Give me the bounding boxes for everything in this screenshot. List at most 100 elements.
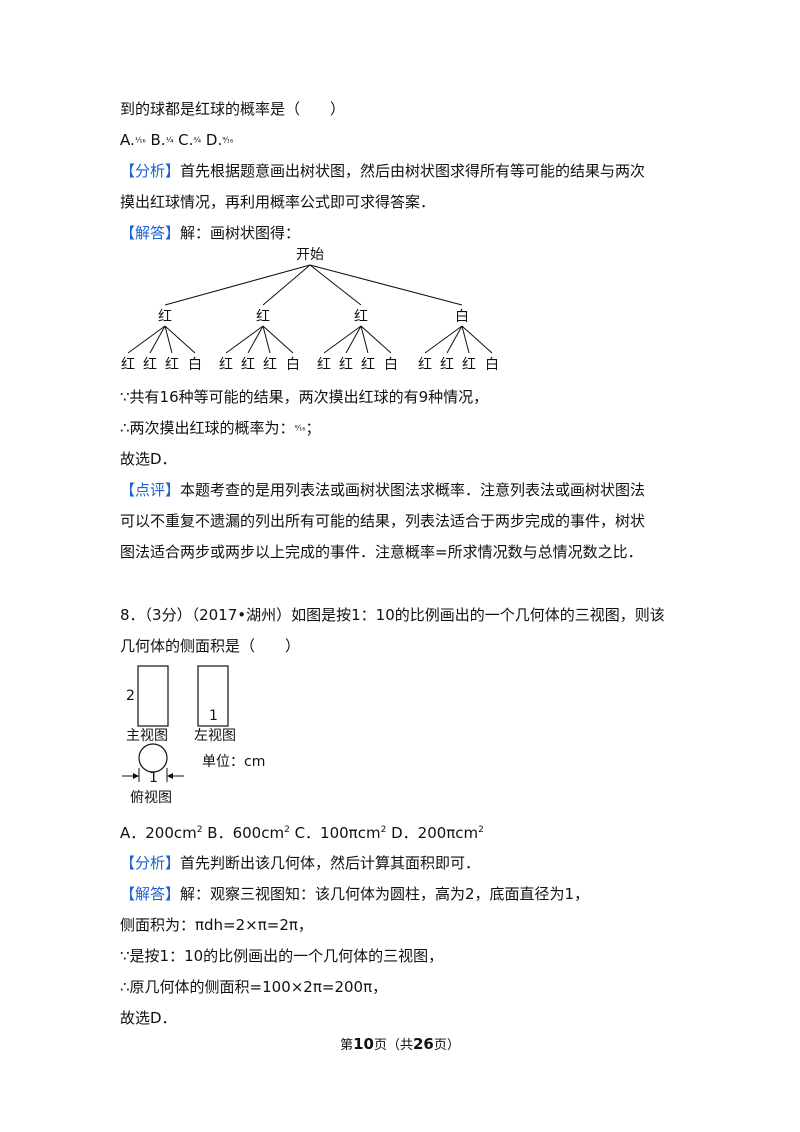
q8-choice-c: C．100πcm: [294, 824, 381, 842]
top-dim-left-arrowhead: [133, 773, 139, 779]
top-view-circle: [138, 743, 168, 773]
footer-mid: 页（共: [373, 1038, 413, 1053]
tree-branch-level1: [309, 264, 463, 306]
top-dim-right-arrowhead: [167, 773, 173, 779]
q8-choice-b: B．600cm: [207, 824, 285, 842]
choice-a-label: A.: [120, 131, 135, 149]
q7-step2-end: ；: [305, 419, 321, 437]
q7-choices: A.¹⁄₁₆ B.¹⁄₄ C.³⁄₄ D.⁹⁄₁₆: [120, 130, 233, 151]
footer-pre: 第: [340, 1038, 354, 1053]
tree-level2-node: 红: [317, 357, 331, 373]
tree-branch-level2: [345, 325, 362, 354]
tree-branch-level2: [164, 325, 173, 354]
tree-branch-level2: [225, 325, 264, 354]
q7-step2: ∴两次摸出红球的概率为：⁹⁄₁₆；: [120, 418, 321, 439]
q7-stem-end: 到的球都是红球的概率是（ ）: [120, 100, 346, 118]
tree-level2-node: 红: [143, 357, 157, 373]
q8-choice-c-sup: 2: [380, 825, 387, 835]
choice-d-label: D.: [205, 131, 223, 149]
footer-page-number: 10: [353, 1035, 374, 1053]
tree-branch-level2: [149, 325, 166, 354]
tree-branch-level1: [164, 264, 311, 306]
tree-root-label: 开始: [296, 247, 324, 263]
choice-b-fraction: ¹⁄₄: [165, 135, 174, 145]
q7-answer: 故选D．: [120, 450, 177, 468]
choice-c-label: C.: [178, 131, 194, 149]
tree-level2-node: 红: [361, 357, 375, 373]
tree-branch-level2: [247, 325, 264, 354]
tree-level2-node: 白: [286, 357, 300, 373]
tree-level2-node: 红: [418, 357, 432, 373]
analysis-tag: 【分析】: [120, 162, 181, 180]
tree-level1-node: 红: [158, 309, 172, 325]
tree-level1-node: 红: [354, 309, 368, 325]
choice-b-label: B.: [150, 131, 166, 149]
three-view-figure: 2 主视图 1 左视图 1 俯视图 单位：cm: [122, 665, 265, 806]
tree-branch-level1: [262, 264, 311, 306]
q7-comment-line3: 图法适合两步或两步以上完成的事件．注意概率=所求情况数与总情况数之比．: [120, 543, 643, 561]
solution-tag: 【解答】: [120, 224, 181, 242]
tree-branch-level2: [262, 325, 294, 354]
tree-branch-level2: [127, 325, 166, 354]
tree-branch-level2: [360, 325, 369, 354]
front-view-rect: [137, 665, 169, 727]
front-view-dim: 2: [126, 688, 135, 704]
tree-level2-node: 白: [384, 357, 398, 373]
top-view-label: 俯视图: [130, 790, 172, 806]
q8-analysis-tag: 【分析】: [120, 854, 181, 872]
tree-branch-level2: [424, 325, 463, 354]
q7-analysis: 【分析】首先根据题意画出树状图，然后由树状图求得所有等可能的结果与两次: [120, 161, 645, 181]
q7-solution: 【解答】解：画树状图得：: [120, 223, 300, 243]
tree-branch-level2: [461, 325, 493, 354]
q8-solution-line4: ∴原几何体的侧面积=100×2π=200π，: [120, 978, 388, 996]
q8-solution-line3: ∵是按1：10的比例画出的一个几何体的三视图，: [120, 947, 444, 965]
side-view-dim: 1: [209, 708, 218, 724]
tree-branch-level2: [360, 325, 392, 354]
choice-a-fraction: ¹⁄₁₆: [134, 135, 146, 145]
top-view-dim: 1: [149, 770, 158, 786]
tree-level2-node: 红: [165, 357, 179, 373]
side-view-label: 左视图: [194, 728, 236, 744]
tree-level2-node: 白: [485, 357, 499, 373]
comment-text: 本题考查的是用列表法或画树状图法求概率．注意列表法或画树状图法: [180, 481, 646, 499]
tree-level2-node: 红: [462, 357, 476, 373]
tree-branch-level2: [164, 325, 196, 354]
tree-branch-level2: [461, 325, 470, 354]
q8-choice-a-sup: 2: [196, 825, 203, 835]
q8-analysis: 【分析】首先判断出该几何体，然后计算其面积即可．: [120, 853, 480, 873]
tree-level2-node: 红: [263, 357, 277, 373]
q8-answer: 故选D．: [120, 1009, 177, 1027]
tree-level2-node: 红: [339, 357, 353, 373]
tree-level2-node: 红: [121, 357, 135, 373]
unit-label: 单位：cm: [202, 754, 265, 770]
tree-level1-node: 白: [455, 309, 469, 325]
tree-level2-node: 红: [219, 357, 233, 373]
q8-solution-text: 解：观察三视图知：该几何体为圆柱，高为2，底面直径为1，: [180, 885, 590, 903]
footer-total-pages: 26: [413, 1035, 434, 1053]
q8-stem-line2: 几何体的侧面积是（ ）: [120, 637, 301, 655]
choice-d-fraction: ⁹⁄₁₆: [222, 135, 234, 145]
side-view-rect: [197, 665, 229, 727]
tree-level2-node: 红: [241, 357, 255, 373]
tree-branch-level2: [446, 325, 463, 354]
q7-step2-text: ∴两次摸出红球的概率为：: [120, 419, 295, 437]
q7-analysis-line2: 摸出红球情况，再利用概率公式即可求得答案．: [120, 193, 436, 211]
tree-branch-level2: [262, 325, 271, 354]
solution-intro: 解：画树状图得：: [180, 224, 301, 242]
page-footer: 第10页（共26页）: [0, 1034, 800, 1053]
q8-solution: 【解答】解：观察三视图知：该几何体为圆柱，高为2，底面直径为1，: [120, 884, 589, 904]
tree-branch-level2: [323, 325, 362, 354]
tree-level1-node: 红: [256, 309, 270, 325]
q8-choices: A．200cm2 B．600cm2 C．100πcm2 D．200πcm2: [120, 820, 484, 843]
q7-step1: ∵共有16种等可能的结果，两次摸出红球的有9种情况，: [120, 388, 489, 406]
footer-post: 页）: [433, 1038, 460, 1053]
tree-level2-node: 白: [188, 357, 202, 373]
q8-solution-tag: 【解答】: [120, 885, 181, 903]
q8-stem: 8．（3分）（2017•湖州）如图是按1：10的比例画出的一个几何体的三视图，则…: [120, 606, 665, 624]
q8-choice-a: A．200cm: [120, 824, 197, 842]
tree-branch-level1: [309, 264, 362, 306]
tree-level2-node: 红: [440, 357, 454, 373]
q8-choice-d-sup: 2: [478, 825, 484, 835]
choice-c-fraction: ³⁄₄: [193, 135, 202, 145]
q8-choice-b-sup: 2: [284, 825, 290, 835]
